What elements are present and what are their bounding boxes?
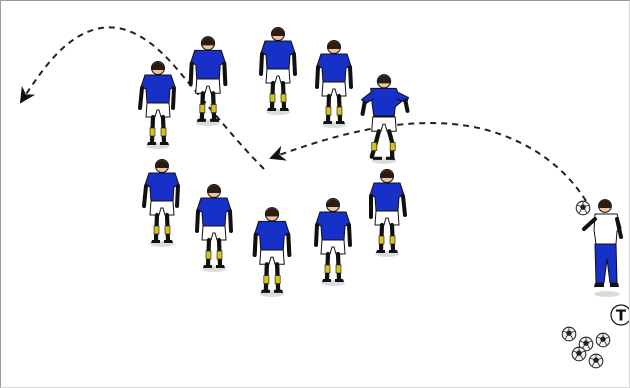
player-figure — [314, 198, 352, 286]
ball — [561, 326, 577, 342]
player-figure — [188, 36, 228, 126]
ball — [595, 332, 611, 348]
trainer-layer: T — [575, 199, 629, 326]
trainer-label: T — [616, 307, 627, 325]
trainer-ball — [575, 200, 591, 216]
player-figure — [138, 61, 176, 149]
first-pass-dashed-arrow — [19, 26, 265, 170]
player-figure — [259, 27, 297, 115]
second-pass-dashed-arrow — [269, 122, 587, 202]
player-figure — [252, 207, 292, 297]
trainer-figure: T — [575, 199, 629, 326]
players-layer — [138, 27, 410, 297]
ball — [588, 353, 604, 369]
trainer-marker — [610, 304, 629, 326]
player-figure — [195, 184, 233, 272]
player-figure — [315, 40, 353, 128]
player-figure — [360, 74, 410, 164]
player-figure — [142, 159, 180, 247]
player-figure — [369, 169, 407, 257]
ball — [571, 346, 587, 362]
ball-cluster — [561, 326, 611, 369]
